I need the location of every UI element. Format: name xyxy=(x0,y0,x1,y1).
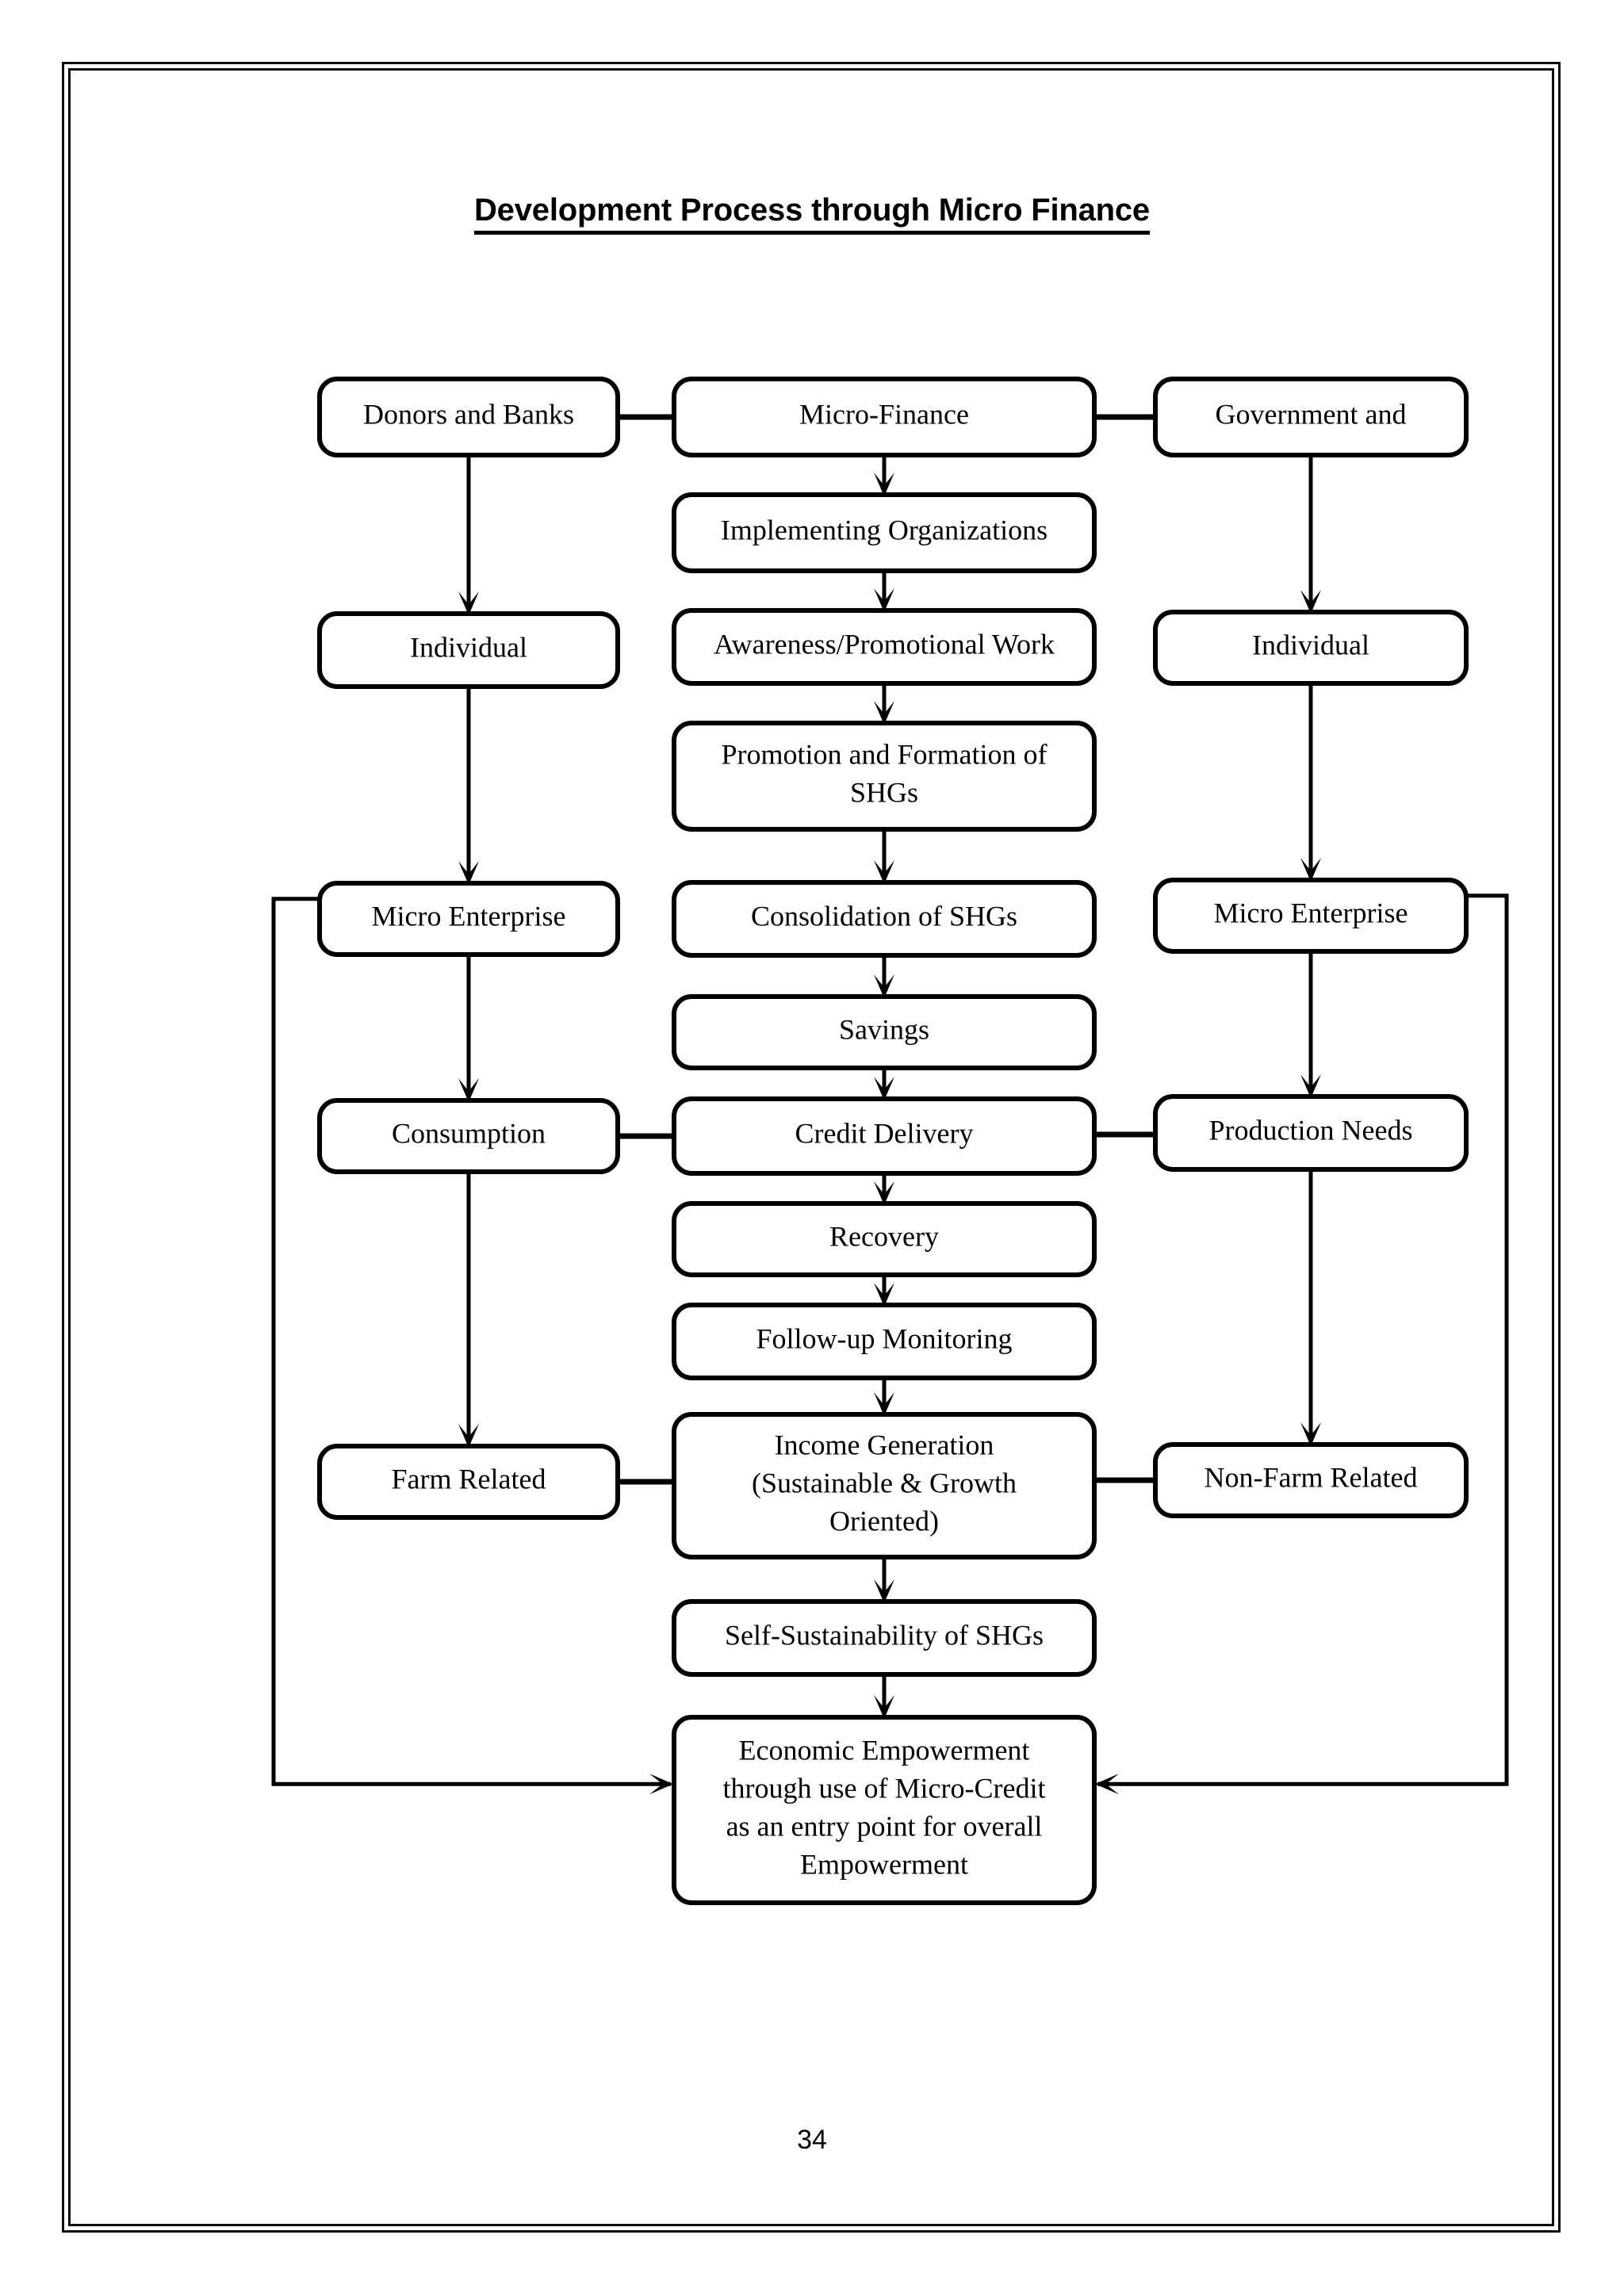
node-label-awareness_promotional_work: Awareness/Promotional Work xyxy=(714,628,1055,660)
edge-consolidation_of_shgs-to-savings xyxy=(874,955,894,998)
node-label-consumption: Consumption xyxy=(392,1117,546,1149)
node-individual_left[interactable]: Individual xyxy=(320,614,618,687)
node-label-economic_empowerment: through use of Micro-Credit xyxy=(723,1772,1046,1804)
node-implementing_organizations[interactable]: Implementing Organizations xyxy=(674,495,1094,571)
node-label-non_farm_related: Non-Farm Related xyxy=(1205,1461,1418,1493)
edge-recovery-to-follow_up_monitoring xyxy=(874,1275,894,1307)
node-recovery[interactable]: Recovery xyxy=(674,1203,1094,1275)
node-awareness_promotional_work[interactable]: Awareness/Promotional Work xyxy=(674,610,1094,683)
edge-awareness_promotional_work-to-promotion_and_formation_of_shgs xyxy=(874,683,894,725)
node-label-economic_empowerment: as an entry point for overall xyxy=(726,1810,1043,1842)
node-label-income_generation: (Sustainable & Growth xyxy=(752,1467,1017,1498)
node-label-micro_finance: Micro-Finance xyxy=(799,398,969,430)
node-label-production_needs: Production Needs xyxy=(1209,1114,1413,1146)
edge-self_sustainability_of_shgs-to-economic_empowerment xyxy=(874,1674,894,1719)
page-number: 34 xyxy=(0,2125,1624,2156)
node-label-micro_enterprise_right: Micro Enterprise xyxy=(1214,897,1408,928)
edge-implementing_organizations-to-awareness_promotional_work xyxy=(874,571,894,612)
node-label-income_generation: Income Generation xyxy=(775,1429,994,1460)
node-label-individual_right: Individual xyxy=(1252,629,1369,660)
edge-micro_enterprise_right-to-production_needs xyxy=(1300,951,1321,1098)
edge-individual_left-to-micro_enterprise_left xyxy=(458,687,479,885)
node-self_sustainability_of_shgs[interactable]: Self-Sustainability of SHGs xyxy=(674,1601,1094,1674)
node-label-economic_empowerment: Empowerment xyxy=(800,1848,968,1880)
node-consumption[interactable]: Consumption xyxy=(320,1100,618,1172)
edge-micro_enterprise_left-to-consumption xyxy=(458,955,479,1102)
node-label-individual_left: Individual xyxy=(410,631,527,663)
edge-micro_enterprise_left-to-economic_empowerment xyxy=(274,899,673,1794)
node-credit_delivery[interactable]: Credit Delivery xyxy=(674,1099,1094,1173)
node-individual_right[interactable]: Individual xyxy=(1155,612,1466,683)
node-label-follow_up_monitoring: Follow-up Monitoring xyxy=(756,1322,1012,1354)
edge-promotion_and_formation_of_shgs-to-consolidation_of_shgs xyxy=(874,829,894,884)
edge-income_generation-to-self_sustainability_of_shgs xyxy=(874,1557,894,1603)
edge-individual_right-to-micro_enterprise_right xyxy=(1300,683,1321,882)
node-label-promotion_and_formation_of_shgs: SHGs xyxy=(850,776,918,808)
node-label-consolidation_of_shgs: Consolidation of SHGs xyxy=(751,900,1017,932)
node-label-promotion_and_formation_of_shgs: Promotion and Formation of xyxy=(722,738,1048,770)
node-consolidation_of_shgs[interactable]: Consolidation of SHGs xyxy=(674,882,1094,955)
node-micro_finance[interactable]: Micro-Finance xyxy=(674,379,1094,455)
edge-donors_and_banks-to-individual_left xyxy=(458,455,479,615)
node-label-implementing_organizations: Implementing Organizations xyxy=(721,514,1048,545)
edge-micro_finance-to-implementing_organizations xyxy=(874,455,894,496)
node-savings[interactable]: Savings xyxy=(674,997,1094,1068)
edge-savings-to-credit_delivery xyxy=(874,1068,894,1100)
node-label-donors_and_banks: Donors and Banks xyxy=(363,398,574,430)
edge-micro_enterprise_right-to-economic_empowerment xyxy=(1095,896,1507,1794)
node-promotion_and_formation_of_shgs[interactable]: Promotion and Formation of SHGs xyxy=(674,723,1094,829)
node-label-income_generation: Oriented) xyxy=(829,1505,939,1536)
node-production_needs[interactable]: Production Needs xyxy=(1155,1096,1466,1169)
node-donors_and_banks[interactable]: Donors and Banks xyxy=(320,379,618,455)
node-economic_empowerment[interactable]: Economic Empowerment through use of Micro… xyxy=(674,1717,1094,1903)
node-label-government_and: Government and xyxy=(1216,398,1407,430)
node-label-micro_enterprise_left: Micro Enterprise xyxy=(372,900,566,932)
node-follow_up_monitoring[interactable]: Follow-up Monitoring xyxy=(674,1305,1094,1378)
node-label-savings: Savings xyxy=(839,1013,929,1045)
flowchart-nodes: Donors and Banks Micro-Finance Government … xyxy=(320,379,1466,1903)
edge-consumption-to-farm_related xyxy=(458,1172,479,1448)
node-income_generation[interactable]: Income Generation (Sustainable & GrowthOr… xyxy=(674,1414,1094,1557)
edge-follow_up_monitoring-to-income_generation xyxy=(874,1378,894,1416)
node-farm_related[interactable]: Farm Related xyxy=(320,1446,618,1517)
node-government_and[interactable]: Government and xyxy=(1155,379,1466,455)
node-label-recovery: Recovery xyxy=(829,1220,939,1252)
node-non_farm_related[interactable]: Non-Farm Related xyxy=(1155,1445,1466,1516)
edge-credit_delivery-to-recovery xyxy=(874,1173,894,1205)
node-micro_enterprise_right[interactable]: Micro Enterprise xyxy=(1155,880,1466,951)
node-micro_enterprise_left[interactable]: Micro Enterprise xyxy=(320,883,618,955)
edge-production_needs-to-non_farm_related xyxy=(1300,1169,1321,1446)
edge-government_and-to-individual_right xyxy=(1300,455,1321,614)
node-label-farm_related: Farm Related xyxy=(392,1463,546,1494)
node-label-economic_empowerment: Economic Empowerment xyxy=(739,1734,1030,1766)
node-label-credit_delivery: Credit Delivery xyxy=(795,1117,974,1149)
node-label-self_sustainability_of_shgs: Self-Sustainability of SHGs xyxy=(725,1619,1044,1651)
